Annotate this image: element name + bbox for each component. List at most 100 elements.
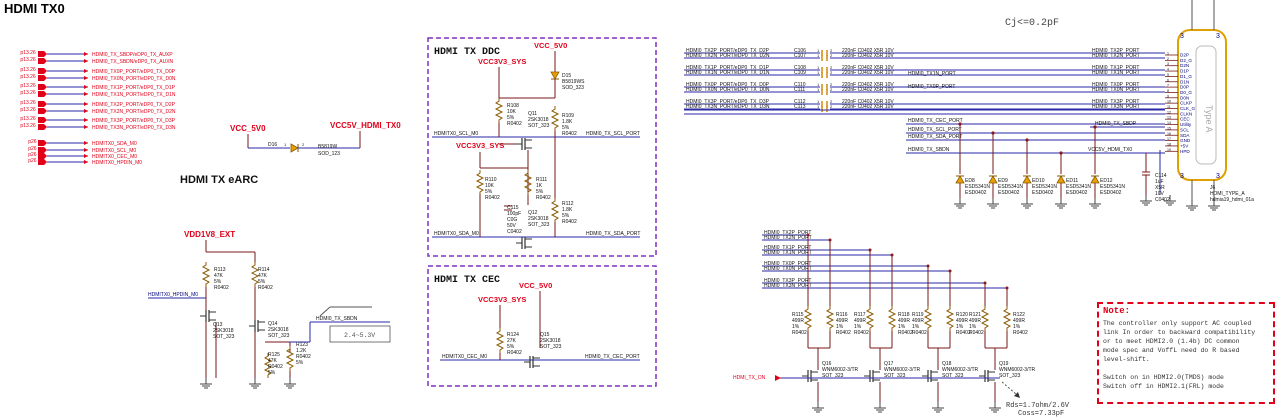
left-net-name: HDMITX0_SCL_M0 (92, 148, 136, 154)
r111-val: 1K (536, 183, 543, 189)
esd-part: ESD5341N (998, 184, 1023, 190)
q14-ref: Q14 (268, 321, 278, 327)
left-net-ref: p13.26 (20, 90, 36, 96)
coupling-pin1: 1 (817, 53, 820, 58)
left-net-name: HDMI0_TX1P_PORT/eDP0_TX_D1P (92, 85, 176, 91)
coupling-pin2: 2 (830, 82, 833, 87)
coupling-left-net: HDMI0_TX1P_PORT/eDP0_TX_D1P (686, 65, 770, 71)
term-res-pkg: R0402 (854, 330, 869, 336)
connector-pin-number: 7 (1167, 84, 1169, 88)
connector-pin-label: D2_G (1180, 58, 1192, 63)
c115-pkg: C0402 (507, 229, 522, 235)
connector-label: Type A (1204, 105, 1214, 133)
j6-bot-num-b: 3 (1216, 173, 1220, 180)
ddc-sda-out: HDMI0_TX_SDA_PORT (586, 231, 640, 237)
r124-tol: 5% (507, 344, 515, 350)
offpage-connector (38, 68, 47, 74)
connector-pin-label: D1_G (1180, 74, 1192, 79)
left-net-name: HDMI0_TX3N_PORT/eDP0_TX_D3N (92, 125, 176, 131)
esd-part: ESD5341N (965, 184, 990, 190)
q13-part: 2SK3018 (213, 328, 234, 334)
coupling-pin2: 2 (830, 65, 833, 70)
r108-ref: R108 (507, 103, 519, 109)
left-net-name: HDMI0_TX3P_PORT/eDP0_TX_D3P (92, 118, 176, 124)
term-res-tol: 1% (836, 324, 844, 330)
j6-part: HDMI_TYPE_A (1210, 191, 1245, 197)
coupling-pin2: 2 (830, 70, 833, 75)
coupling-pin2: 2 (830, 87, 833, 92)
mid-net-1: HDMI0_TX1N_PORT (908, 71, 956, 77)
term-res-ref: R118 (898, 312, 910, 318)
connector-pin-label: D2N (1180, 63, 1189, 68)
connector-pin-label: D0P (1180, 85, 1189, 90)
q15-ref: Q15 (540, 332, 550, 338)
esd-pkg: ESD0402 (1032, 190, 1054, 196)
coupling-pin1: 1 (817, 82, 820, 87)
connector-pin-number: 18 (1167, 142, 1171, 146)
ddc-sda-in: HDMITX0_SDA_M0 (434, 231, 479, 237)
r111-ref: R111 (536, 177, 547, 183)
left-net-name: HDMI0_TX2P_PORT/eDP0_TX_D2P (92, 102, 176, 108)
ddc-vcc5v0: VCC_5V0 (534, 41, 567, 50)
q11-pkg: SOT_323 (528, 123, 550, 129)
coupling-cap-ref: C108 (794, 65, 806, 71)
hpd-sbdn-net: HDMI0_TX_SBDN (316, 316, 358, 322)
left-net-ref: p26 (28, 146, 37, 152)
connector-pin-label: D0N (1180, 95, 1189, 100)
r109-tol: 5% (562, 125, 570, 131)
term-net-label: HDMI0_TX0N_PORT (764, 266, 812, 272)
coupling-right-net: HDMI0_TX1P_PORT (1092, 65, 1139, 71)
offpage-connector (38, 75, 47, 81)
offpage-connector (38, 159, 47, 165)
c114-val: 1uF (1155, 179, 1164, 185)
left-net-ref: p13.26 (20, 50, 36, 56)
q12-ref: Q12 (528, 210, 538, 216)
note-line-5: level-shift. (1103, 356, 1150, 363)
coupling-pin1: 1 (817, 99, 820, 104)
term-res-ref: R120 (956, 312, 968, 318)
left-net-name: HDMITX0_HPDIN_M0 (92, 160, 142, 166)
ddc-title: HDMI TX DDC (434, 47, 500, 58)
offpage-connector (38, 153, 47, 159)
r112-tol: 5% (562, 213, 570, 219)
r123-pkg: R0402 (296, 354, 311, 360)
conn-sbdn-net: HDMI0_TX_SBDN (908, 147, 950, 153)
coupling-left-net: HDMI0_TX1N_PORT/eDP0_TX_D1N (686, 70, 770, 76)
coupling-right-net: HDMI0_TX2P_PORT (1092, 48, 1139, 54)
q11-ref: Q11 (528, 111, 537, 117)
connector-pin-label: SDA (1180, 133, 1190, 138)
left-net-ref: p13.26 (20, 83, 36, 89)
left-net-ref: p13.26 (20, 107, 36, 113)
connector-pin-number: 1 (1167, 52, 1169, 56)
r124-ref: R124 (507, 332, 519, 338)
term-res-pkg: R0402 (969, 330, 984, 336)
coupling-cap-part: 220nF C0402 X5R 10V (842, 65, 894, 71)
c114-diel: X5R (1155, 185, 1165, 191)
c115-diel: C0G (507, 217, 517, 223)
left-net-ref: p13.26 (20, 74, 36, 80)
connector-pin-label: GND (1180, 138, 1191, 143)
r113-pkg: R0402 (214, 285, 229, 291)
coupling-cap-part: 220nF C0402 X5R 10V (842, 53, 894, 59)
r123-ref: R123 (296, 342, 308, 348)
term-fet-pkg: SOT_323 (822, 373, 844, 379)
left-net-ref: p26 (28, 139, 37, 145)
connector-pin-number: 16 (1167, 132, 1171, 136)
left-net-name: HDMITX0_CEC_M0 (92, 154, 137, 160)
r109-ref: R109 (562, 113, 574, 119)
q13-ref: Q13 (213, 322, 223, 328)
connector-pin-label: HPD (1180, 149, 1190, 154)
hpd-range: 2.4~5.3V (344, 332, 375, 339)
term-fet-ref: Q19 (999, 361, 1009, 367)
d16-pkg: SOD_123 (318, 151, 340, 157)
coupling-pin1: 1 (817, 87, 820, 92)
left-net-ref: p26 (28, 158, 37, 164)
vdd1v8-label: VDD1V8_EXT (184, 230, 235, 239)
term-net-label: HDMI0_TX3N_PORT (764, 283, 812, 289)
offpage-connector (38, 147, 47, 153)
coupling-cap-ref: C113 (794, 104, 806, 110)
conn-sda-net: HDMI0_TX_SDA_PORT (908, 134, 962, 140)
conn-vcc5v-net: VCC5V_HDMI_TX0 (1088, 147, 1132, 153)
coupling-left-net: HDMI0_TX0P_PORT/eDP0_TX_D0P (686, 82, 770, 88)
